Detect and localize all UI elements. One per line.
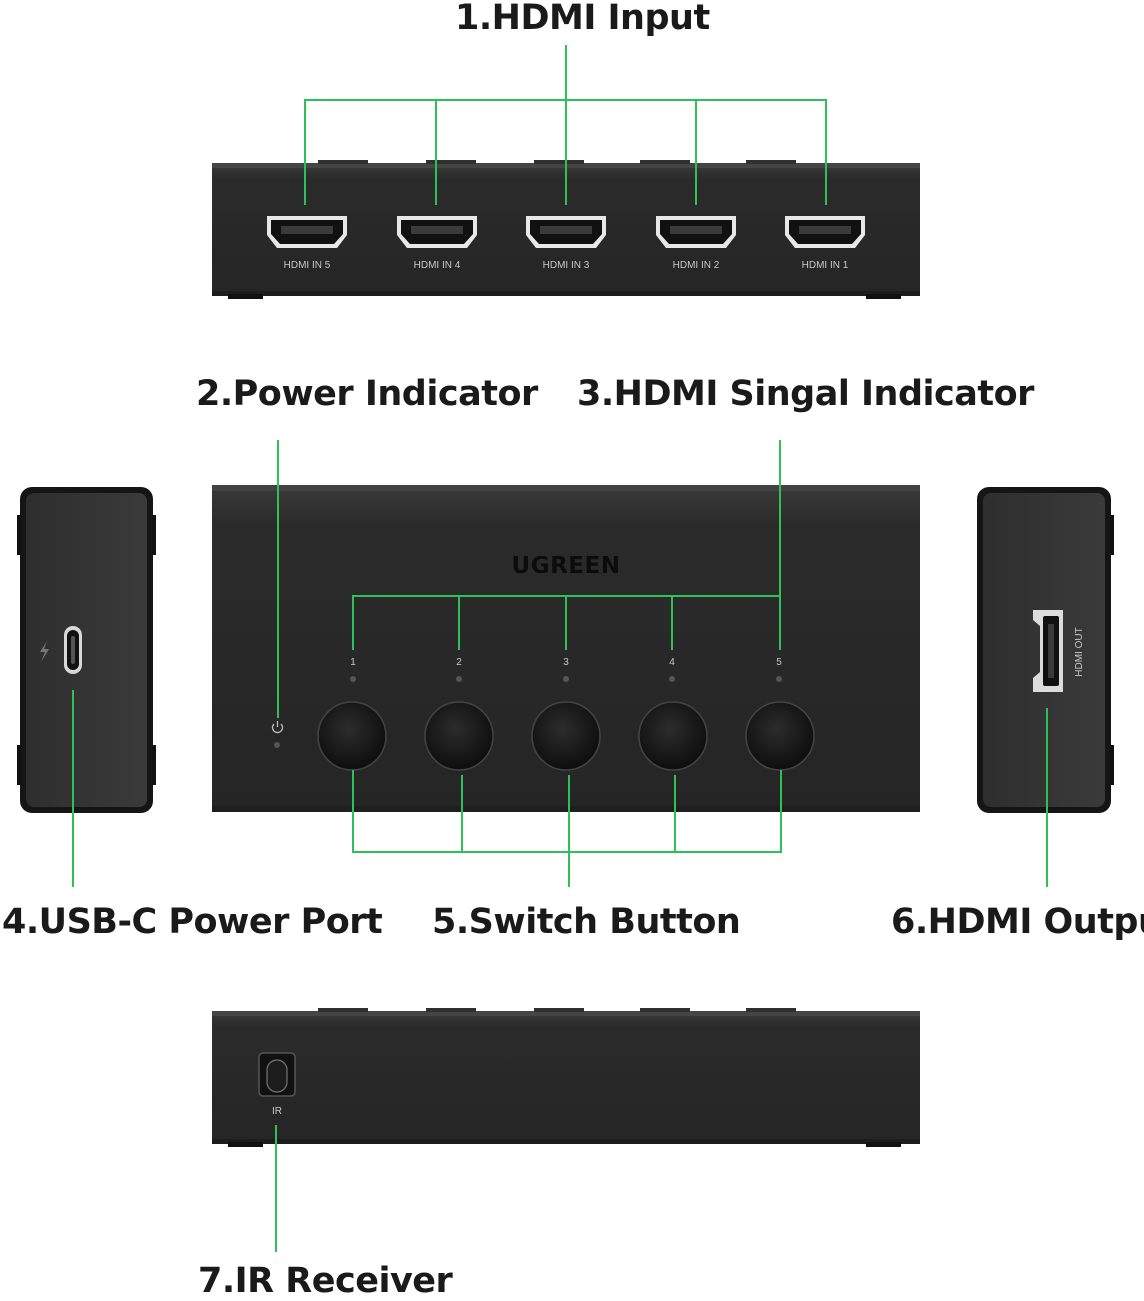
port-label-hdmi-in-2: HDMI IN 2: [673, 260, 720, 271]
power-led: [274, 742, 280, 748]
channel-number: 4: [669, 657, 675, 668]
callout-power-indicator: 2.Power Indicator: [196, 374, 538, 414]
hdmi-port-icon: [656, 216, 736, 248]
channel-number: 1: [350, 657, 356, 668]
port-label-hdmi-in-5: HDMI IN 5: [284, 260, 331, 271]
signal-led: [669, 676, 675, 682]
callout-usbc-power: 4.USB-C Power Port: [2, 902, 383, 942]
hdmi-port-icon: [785, 216, 865, 248]
callout-lines-middle: [72, 440, 1048, 887]
port-label-hdmi-in-1: HDMI IN 1: [802, 260, 849, 271]
hdmi-port-icon: [267, 216, 347, 248]
callout-ir-receiver: 7.IR Receiver: [198, 1261, 453, 1301]
device-left-side: [17, 487, 156, 813]
device-front-view: IR: [212, 1008, 920, 1147]
usb-c-port-icon: [64, 626, 82, 674]
switch-button-5[interactable]: [745, 701, 815, 771]
switch-button-2[interactable]: [424, 701, 494, 771]
signal-led: [563, 676, 569, 682]
channel-number: 3: [563, 657, 569, 668]
callout-lines-hdmi-input: [304, 45, 827, 205]
hdmi-port-icon: [397, 216, 477, 248]
callout-switch-button: 5.Switch Button: [432, 902, 741, 942]
hdmi-port-icon: [1033, 610, 1063, 692]
switch-button-3[interactable]: [531, 701, 601, 771]
power-icon: [271, 721, 284, 734]
switch-button-1[interactable]: [317, 701, 387, 771]
brand-logo: UGREEN: [512, 553, 621, 579]
hdmi-port-icon: [526, 216, 606, 248]
port-label-hdmi-out: HDMI OUT: [1074, 627, 1085, 676]
lightning-icon: [40, 641, 49, 662]
channel-number: 5: [776, 657, 782, 668]
callout-signal-indicator: 3.HDMI Singal Indicator: [577, 374, 1034, 414]
port-label-hdmi-in-3: HDMI IN 3: [543, 260, 590, 271]
switch-button-4[interactable]: [638, 701, 708, 771]
device-right-side: HDMI OUT: [977, 487, 1114, 813]
channel-number: 2: [456, 657, 462, 668]
signal-led: [456, 676, 462, 682]
callout-hdmi-output: 6.HDMI Output: [891, 902, 1144, 942]
ir-window-icon: [258, 1052, 296, 1097]
signal-led: [350, 676, 356, 682]
port-label-hdmi-in-4: HDMI IN 4: [414, 260, 461, 271]
ir-label: IR: [272, 1106, 282, 1117]
signal-led: [776, 676, 782, 682]
callout-hdmi-input: 1.HDMI Input: [455, 0, 710, 38]
